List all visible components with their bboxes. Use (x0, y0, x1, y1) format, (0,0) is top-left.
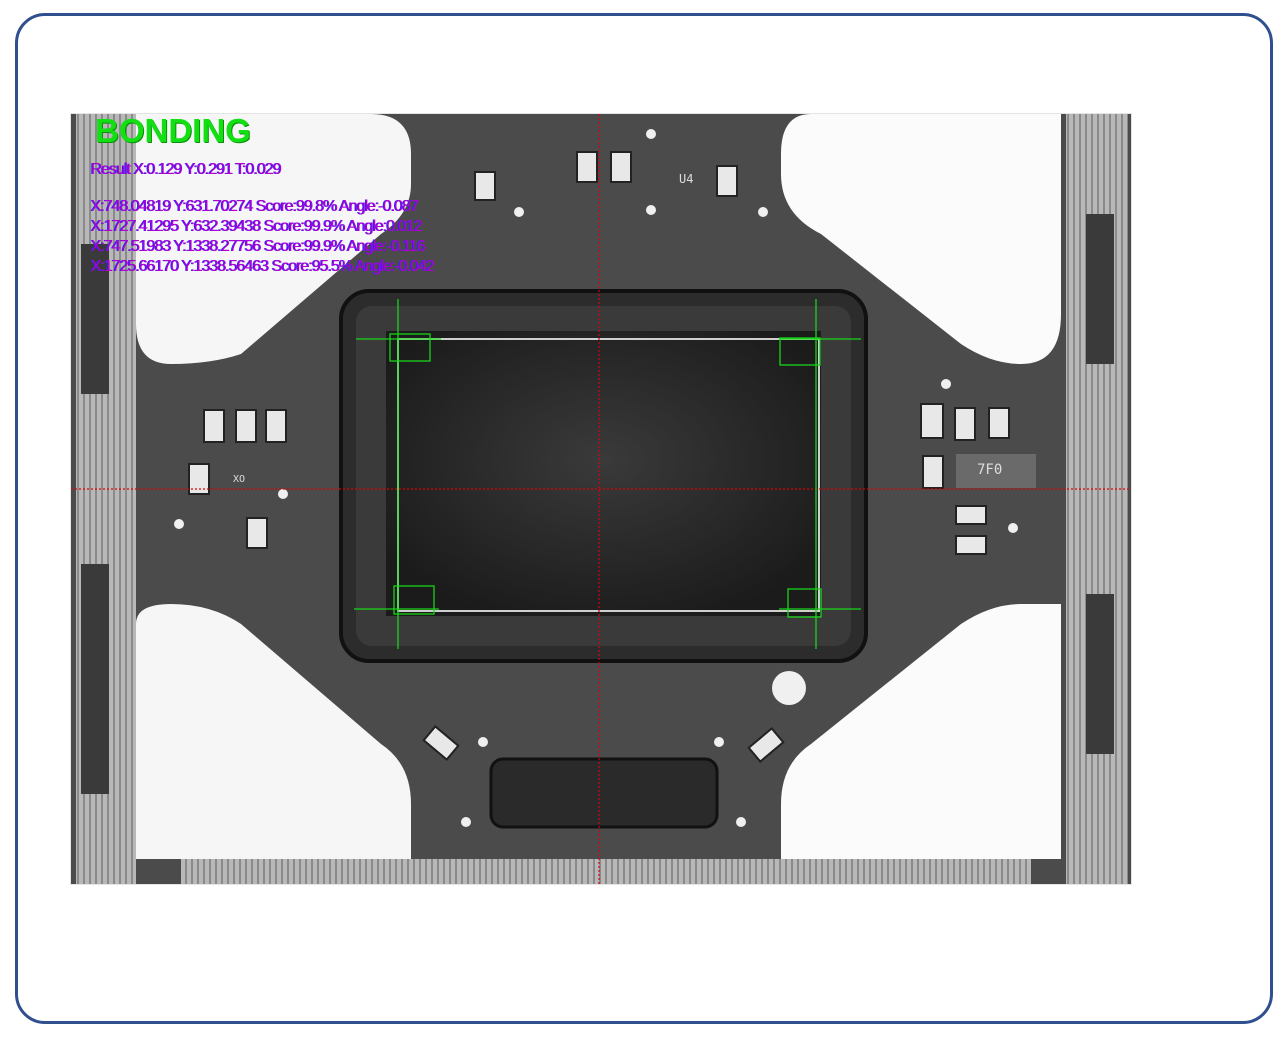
components (188, 151, 1010, 763)
inspection-image-viewer[interactable]: U4 XO 7F0 BONDING Result X:0.129 Y:0.291… (70, 113, 1132, 885)
cutout-top-left (136, 114, 411, 364)
cutout-bottom-right (781, 604, 1061, 859)
inspection-title: BONDING (95, 113, 251, 149)
match-line-4: X:1725.66170 Y:1338.56463 Score:95.5% An… (91, 258, 435, 275)
fiducial-markers (354, 299, 861, 649)
cutout-bottom-left (136, 604, 411, 859)
crosshair (71, 114, 1131, 884)
match-line-3: X:747.51983 Y:1338.27756 Score:99.9% Ang… (91, 238, 426, 255)
label-xo: XO (233, 474, 246, 485)
match-line-2: X:1727.41295 Y:632.39438 Score:99.9% Ang… (91, 218, 423, 235)
die-area (386, 331, 821, 616)
match-line-1: X:748.04819 Y:631.70274 Score:99.8% Angl… (91, 198, 419, 215)
result-text: Result X:0.129 Y:0.291 T:0.029 (91, 161, 282, 178)
cutout-top-right (781, 114, 1061, 364)
bottom-chip (489, 757, 719, 829)
label-code: 7F0 (977, 462, 1003, 478)
code-pad (956, 454, 1036, 488)
pcb-image (71, 114, 1131, 884)
vias (174, 129, 1018, 827)
label-u4: U4 (679, 172, 694, 186)
